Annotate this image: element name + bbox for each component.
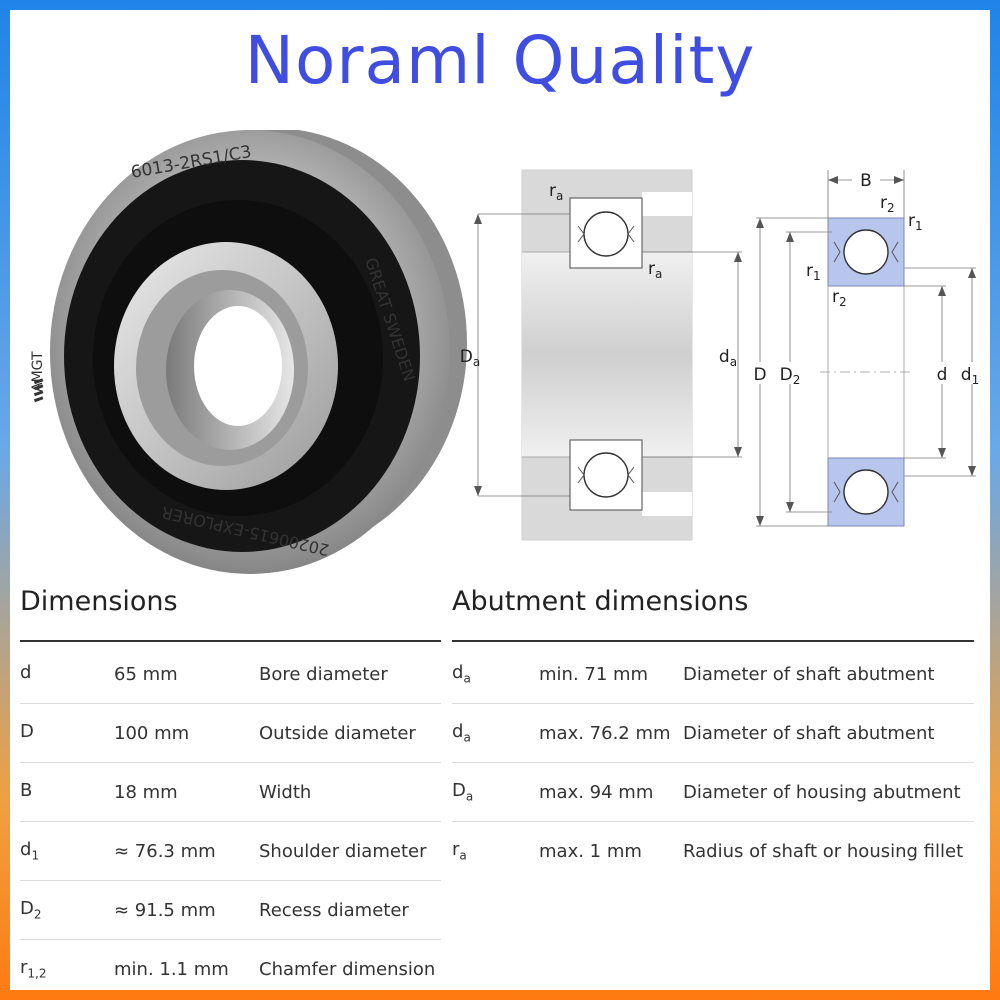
symbol-cell: d1 bbox=[20, 821, 114, 881]
symbol-cell: d bbox=[20, 645, 114, 704]
symbol-cell: r1,2 bbox=[20, 940, 114, 999]
value-cell: min. 1.1 mm bbox=[114, 958, 229, 980]
symbol: D bbox=[452, 780, 466, 802]
symbol-cell: da bbox=[452, 645, 539, 704]
bearing-diagram: 6013-2RS1/C3 GREAT SWEDEN 20200615-EXPLO… bbox=[30, 130, 986, 574]
symbol-cell: da bbox=[452, 703, 539, 763]
value-cell: max. 76.2 mm bbox=[539, 703, 683, 763]
symbol: d bbox=[20, 839, 32, 861]
label-ra-top: ra bbox=[549, 181, 563, 203]
value-cell: min. 71 mm bbox=[539, 645, 683, 704]
label-d1: d1 bbox=[961, 365, 979, 387]
symbol: d bbox=[452, 721, 464, 743]
description-cell: Diameter of shaft abutment bbox=[683, 645, 974, 704]
value-cell: ≈ 76.3 mm bbox=[114, 821, 259, 881]
page-title: Noraml Quality bbox=[244, 22, 756, 99]
symbol-cell: D bbox=[20, 703, 114, 763]
label-r1-mid: r1 bbox=[806, 261, 821, 283]
symbol-cell: B bbox=[20, 762, 114, 822]
symbol-cell: D2 bbox=[20, 880, 114, 940]
value-cell: ≈ 91.5 mm bbox=[114, 880, 259, 940]
value-cell: 100 mm bbox=[114, 703, 259, 763]
label-ra-mid: ra bbox=[648, 259, 662, 281]
dimensions-rule bbox=[20, 640, 441, 642]
brand-marking: AMGT bbox=[30, 351, 46, 392]
abutment-rule bbox=[452, 640, 974, 642]
description-cell: Bore diameter bbox=[259, 645, 441, 704]
description-cell: Outside diameter bbox=[259, 703, 441, 763]
description-cell: Width bbox=[259, 762, 441, 822]
symbol-subscript: a bbox=[463, 671, 471, 686]
description-cell: Recess diameter bbox=[259, 880, 441, 940]
value-cell: 65 mm bbox=[114, 645, 259, 704]
label-Da: Da bbox=[460, 347, 480, 369]
symbol-subscript: a bbox=[463, 730, 471, 745]
label-B: B bbox=[860, 171, 872, 191]
symbol: r bbox=[452, 839, 460, 861]
brand-logo-stripes bbox=[33, 378, 44, 403]
symbol-subscript: a bbox=[465, 789, 474, 804]
value-cell: 18 mm bbox=[114, 762, 259, 822]
description-cell: Radius of shaft or housing fillet bbox=[683, 840, 964, 862]
dimensions-heading: Dimensions bbox=[20, 586, 178, 617]
label-D2: D2 bbox=[780, 365, 801, 387]
bearing-photo: 6013-2RS1/C3 GREAT SWEDEN 20200615-EXPLO… bbox=[30, 130, 467, 574]
description-cell: Diameter of shaft abutment bbox=[683, 703, 974, 763]
label-da: da bbox=[719, 347, 737, 369]
description-cell: Diameter of housing abutment bbox=[683, 762, 974, 822]
label-D: D bbox=[753, 365, 766, 385]
symbol: r bbox=[20, 957, 28, 979]
housing-section-drawing: ra ra Da da bbox=[460, 169, 742, 541]
symbol-subscript: 1 bbox=[31, 848, 40, 863]
symbol: D bbox=[20, 721, 34, 743]
symbol: d bbox=[20, 662, 32, 684]
symbol: D bbox=[20, 898, 34, 920]
symbol-subscript: 1,2 bbox=[27, 966, 47, 981]
value-cell: max. 1 mm bbox=[539, 840, 642, 862]
label-r2-top: r2 bbox=[880, 193, 895, 215]
abutment-heading: Abutment dimensions bbox=[452, 586, 749, 617]
symbol: B bbox=[20, 780, 33, 802]
description-cell: Chamfer dimension bbox=[259, 958, 436, 980]
label-d: d bbox=[937, 365, 948, 385]
description-cell: Shoulder diameter bbox=[259, 821, 441, 881]
symbol-cell: ra bbox=[452, 822, 539, 881]
label-r1-top: r1 bbox=[908, 211, 923, 233]
symbol-subscript: a bbox=[459, 848, 467, 863]
label-r2-mid: r2 bbox=[832, 287, 847, 309]
bearing-section-drawing: B r2 r1 r1 r2 D D2 d d1 bbox=[748, 168, 986, 527]
symbol-subscript: 2 bbox=[33, 907, 42, 922]
symbol-cell: Da bbox=[452, 762, 539, 822]
symbol: d bbox=[452, 662, 464, 684]
value-cell: max. 94 mm bbox=[539, 762, 683, 822]
